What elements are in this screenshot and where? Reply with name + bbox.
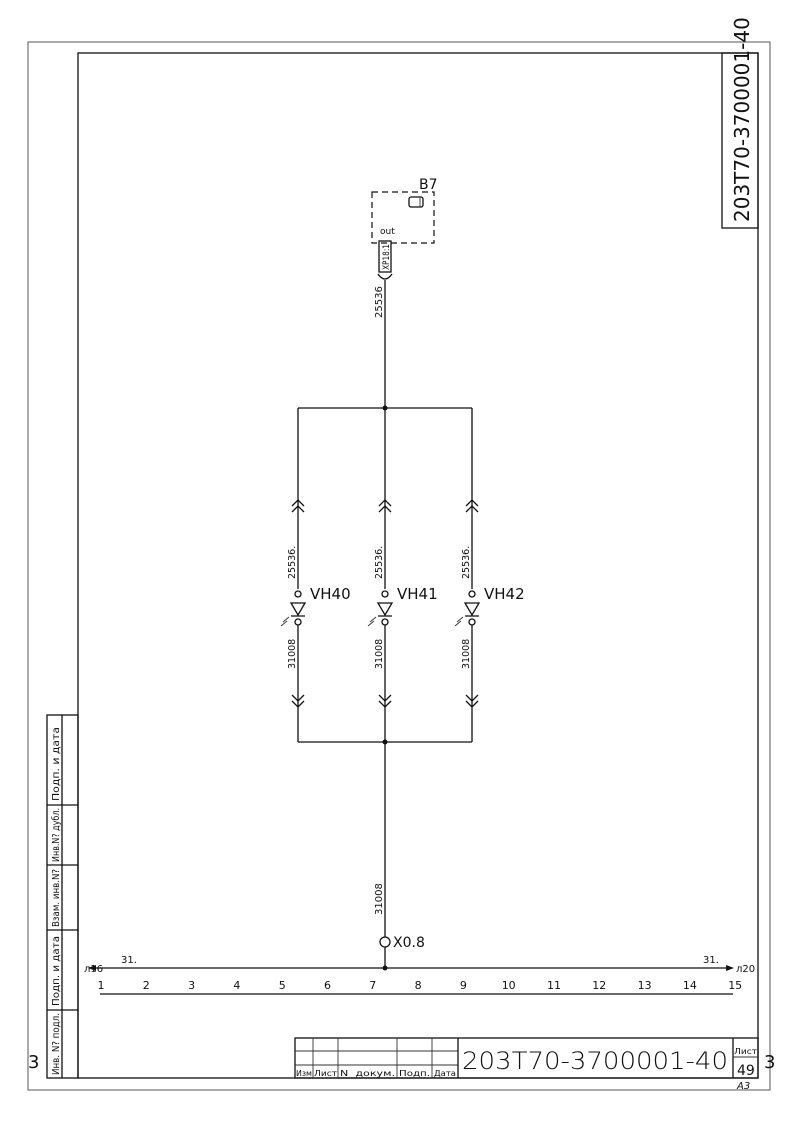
- wire-label-bottom: 31008: [374, 639, 385, 669]
- header-izm: Изм: [296, 1069, 312, 1078]
- zone-number: 7: [369, 979, 376, 992]
- stamp-inv-podl: Инв. N? подл.: [51, 1013, 62, 1075]
- side-doc-number: 203T70-3700001-40: [730, 17, 754, 222]
- zone-number: 15: [728, 979, 742, 992]
- header-list: Лист: [314, 1069, 337, 1078]
- side-stamp: Инв. N? подл. Подп. и дата Взам. инв.N? …: [46, 714, 79, 1079]
- header-n-dokum: N докум.: [340, 1069, 395, 1078]
- wire-label-top: 25536.: [287, 546, 298, 579]
- bus-left-wire: 31.: [121, 955, 137, 966]
- zone-number: 9: [460, 979, 467, 992]
- bus-left-ref[interactable]: л16: [84, 964, 103, 975]
- stamp-inv-dubl: Инв.N? дубл.: [51, 808, 62, 862]
- led-icon: [463, 602, 481, 617]
- led-icon: [376, 602, 394, 617]
- margin-mark-right: 3: [764, 1052, 775, 1073]
- light-rays-icon: [454, 616, 464, 627]
- wire-label-bottom: 31008: [287, 639, 298, 669]
- led-branch: 25536. VH41 31008: [367, 408, 438, 742]
- stamp-podp-data-1: Подп. и дата: [51, 936, 62, 1006]
- wire-label-top: 25536.: [461, 546, 472, 579]
- outer-frame: [27, 41, 771, 1091]
- title-doc-number: 203T70-3700001-40: [462, 1047, 728, 1075]
- margin-mark-left: 3: [28, 1052, 39, 1073]
- zone-number: 1: [98, 979, 105, 992]
- wire-label-top: 25536.: [374, 546, 385, 579]
- zone-number: 3: [188, 979, 195, 992]
- plug-bottom-icon: [465, 694, 479, 708]
- led-branch: 25536. VH40 31008: [280, 408, 351, 742]
- led-icon: [289, 602, 307, 617]
- zone-number: 6: [324, 979, 331, 992]
- wire-label-in: 25536: [374, 286, 385, 318]
- connector-socket-icon: [377, 273, 393, 280]
- connector-box: [378, 240, 392, 273]
- wire-label-bottom: 31008: [461, 639, 472, 669]
- header-data: Дата: [434, 1069, 456, 1078]
- led-label: VH41: [397, 585, 438, 603]
- pin-label: out: [380, 227, 395, 237]
- zone-number: 4: [233, 979, 240, 992]
- sheet-format: A3: [736, 1081, 750, 1092]
- zone-number: 8: [415, 979, 422, 992]
- connector-label: XP18:1: [382, 244, 392, 270]
- plug-top-icon: [378, 499, 392, 513]
- header-podp: Подп.: [399, 1069, 430, 1078]
- zone-number: 14: [683, 979, 697, 992]
- side-doc-number-box: 203T70-3700001-40: [721, 17, 759, 229]
- zone-number: 10: [502, 979, 516, 992]
- stamp-podp-data-2: Подп. и дата: [51, 727, 62, 801]
- device-label: B7: [419, 177, 438, 193]
- stamp-vzam-inv: Взам. инв.N?: [51, 869, 62, 927]
- bus-right-wire: 31.: [703, 955, 719, 966]
- sensor-icon: [408, 196, 424, 208]
- terminal-icon: [379, 936, 391, 948]
- plug-top-icon: [291, 499, 305, 513]
- wire-label-bottom: 31008: [374, 883, 385, 915]
- plug-bottom-icon: [291, 694, 305, 708]
- zone-number: 13: [638, 979, 652, 992]
- zone-number: 12: [592, 979, 606, 992]
- zone-number: 2: [143, 979, 150, 992]
- plug-top-icon: [465, 499, 479, 513]
- plug-bottom-icon: [378, 694, 392, 708]
- led-label: VH42: [484, 585, 525, 603]
- arrow-left-icon: [88, 965, 96, 971]
- light-rays-icon: [367, 616, 377, 627]
- bus-right-ref[interactable]: л20: [736, 964, 755, 975]
- zone-number: 5: [279, 979, 286, 992]
- terminal-label: X0.8: [393, 935, 425, 951]
- zone-number: 11: [547, 979, 561, 992]
- device-b7: B7 out XP18:1: [371, 177, 438, 280]
- light-rays-icon: [280, 616, 290, 627]
- led-branch: 25536. VH42 31008: [454, 408, 525, 742]
- led-label: VH40: [310, 585, 351, 603]
- arrow-right-icon: [726, 965, 734, 971]
- sheet-number: 49: [737, 1063, 755, 1079]
- sheet-label: Лист: [734, 1047, 757, 1056]
- title-block: Изм Лист N докум. Подп. Дата 203T70-3700…: [294, 1037, 759, 1092]
